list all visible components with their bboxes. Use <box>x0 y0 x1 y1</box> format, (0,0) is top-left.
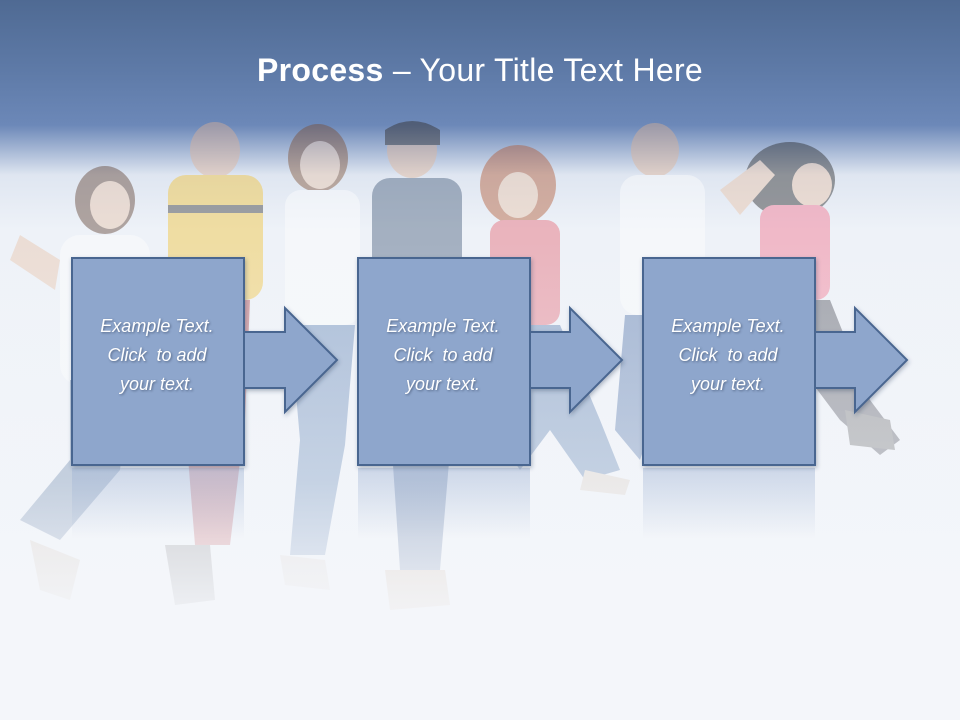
arrow-right-icon <box>814 305 909 415</box>
step-text-line: Click to add <box>107 345 207 365</box>
arrow-right-icon <box>529 305 624 415</box>
step-text-line: your text. <box>119 374 195 394</box>
process-box <box>71 257 245 466</box>
title-rest: – Your Title Text Here <box>383 52 704 88</box>
step-3-text[interactable]: Example Text. Click to add your text. <box>643 312 813 399</box>
process-step-1[interactable] <box>71 257 339 466</box>
arrow-right-icon <box>243 305 339 415</box>
slide-title[interactable]: Process – Your Title Text Here <box>0 52 960 89</box>
title-bold: Process <box>256 52 384 88</box>
step-text-line: Click to add <box>678 345 778 365</box>
process-step-3[interactable] <box>642 257 909 466</box>
reflections <box>72 468 815 538</box>
step-text-line: Example Text. <box>100 316 214 336</box>
process-box <box>357 257 531 466</box>
step-text-line: Click to add <box>393 345 493 365</box>
process-box <box>642 257 816 466</box>
step-2-text[interactable]: Example Text. Click to add your text. <box>358 312 528 399</box>
step-text-line: your text. <box>405 374 481 394</box>
step-text-line: Example Text. <box>386 316 500 336</box>
step-text-line: Example Text. <box>671 316 785 336</box>
step-text-line: your text. <box>690 374 766 394</box>
step-1-text[interactable]: Example Text. Click to add your text. <box>72 312 242 399</box>
process-step-2[interactable] <box>357 257 624 466</box>
